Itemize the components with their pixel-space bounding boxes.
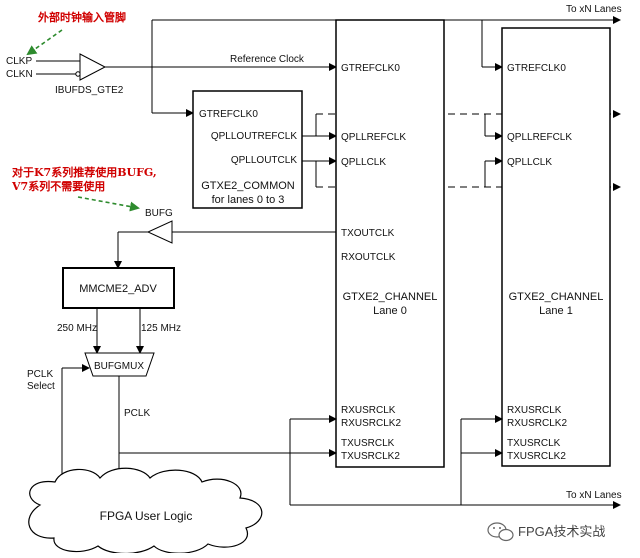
note-top: 外部时钟输入管脚 xyxy=(37,10,126,24)
user-logic-label: FPGA User Logic xyxy=(100,509,193,523)
pclk-label: PCLK xyxy=(124,408,150,419)
bufgmux-label: BUFGMUX xyxy=(94,361,144,372)
common-sub: for lanes 0 to 3 xyxy=(212,194,285,206)
ch0-qpllrefclk: QPLLREFCLK xyxy=(341,132,406,143)
note-mid-line1: 对于K7系列推荐使用BUFG, xyxy=(12,165,157,179)
watermark-text: FPGA技术实战 xyxy=(518,524,605,539)
bufg-label: BUFG xyxy=(145,208,173,219)
bufg-buffer xyxy=(146,220,173,244)
ch1-name: GTXE2_CHANNEL xyxy=(509,291,604,303)
mmcm-name: MMCME2_ADV xyxy=(79,283,157,295)
ch0-rxusrclk2: RXUSRCLK2 xyxy=(341,418,401,429)
common-name: GTXE2_COMMON xyxy=(201,180,295,192)
pclk-select-label2: Select xyxy=(27,381,55,392)
wechat-icon xyxy=(487,522,514,542)
lanes-top-label: To xN Lanes xyxy=(566,4,622,15)
ch0-rxusrclk: RXUSRCLK xyxy=(341,405,396,416)
ch0-rxoutclk: RXOUTCLK xyxy=(341,252,396,263)
ch0-txusrclk: TXUSRCLK xyxy=(341,438,395,449)
ch0-qpllclk: QPLLCLK xyxy=(341,157,386,168)
ch1-lane: Lane 1 xyxy=(539,305,573,317)
clkp-label: CLKP xyxy=(6,56,32,67)
common-qplloutclk: QPLLOUTCLK xyxy=(231,155,297,166)
bufgmux-block xyxy=(84,352,155,377)
ch1-rxusrclk2: RXUSRCLK2 xyxy=(507,418,567,429)
gtxe2-channel-lane1 xyxy=(501,27,611,467)
ch1-gtrefclk0: GTREFCLK0 xyxy=(507,63,566,74)
mmcm-125-label: 125 MHz xyxy=(141,323,181,334)
common-gtrefclk0: GTREFCLK0 xyxy=(199,109,258,120)
fpga-user-logic-cloud xyxy=(28,467,263,555)
mmcm-250-label: 250 MHz xyxy=(57,323,97,334)
ch0-txoutclk: TXOUTCLK xyxy=(341,228,395,239)
clkn-label: CLKN xyxy=(6,69,33,80)
ch0-gtrefclk0: GTREFCLK0 xyxy=(341,63,400,74)
common-qplloutrefclk: QPLLOUTREFCLK xyxy=(211,131,297,142)
ibufds-label: IBUFDS_GTE2 xyxy=(55,85,124,96)
gtxe2-channel-lane0 xyxy=(335,19,445,468)
gtxe2-common-block xyxy=(192,90,303,209)
note-mid-arrow xyxy=(77,196,140,212)
ch1-rxusrclk: RXUSRCLK xyxy=(507,405,562,416)
ch0-txusrclk2: TXUSRCLK2 xyxy=(341,451,400,462)
note-mid-line2: V7系列不需要使用 xyxy=(11,179,105,193)
ch1-txusrclk2: TXUSRCLK2 xyxy=(507,451,566,462)
ch0-lane: Lane 0 xyxy=(373,305,407,317)
pclk-select-label1: PCLK xyxy=(27,369,53,380)
mmcme2-adv-block xyxy=(62,267,175,309)
ch0-name: GTXE2_CHANNEL xyxy=(343,291,438,303)
refclk-label: Reference Clock xyxy=(230,54,305,65)
ch1-txusrclk: TXUSRCLK xyxy=(507,438,561,449)
note-top-arrow xyxy=(26,29,63,56)
ibufds-buffer xyxy=(79,53,107,81)
ch1-qpllrefclk: QPLLREFCLK xyxy=(507,132,572,143)
lanes-bottom-label: To xN Lanes xyxy=(566,490,622,501)
ch1-qpllclk: QPLLCLK xyxy=(507,157,552,168)
